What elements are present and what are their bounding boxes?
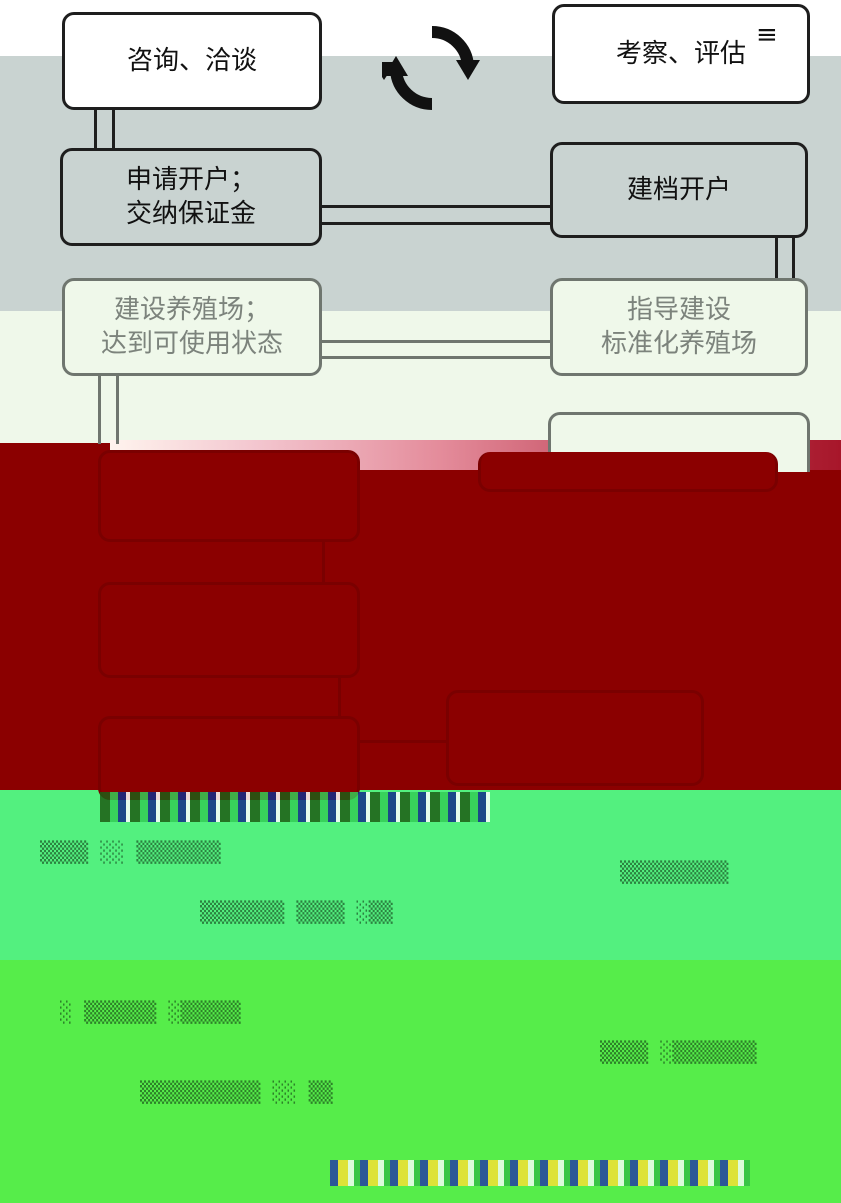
noise-strip-top xyxy=(100,792,490,822)
step-build-farm: 建设养殖场； 达到可使用状态 xyxy=(62,278,322,376)
step-apply-label: 申请开户； 交纳保证金 xyxy=(125,165,256,229)
step-occluded-3 xyxy=(98,716,360,800)
step-build-farm-label: 建设养殖场； 达到可使用状态 xyxy=(100,295,283,359)
step-inspect: 考察、评估 xyxy=(552,4,810,104)
connector-red-3 xyxy=(358,740,450,743)
noise-glyphs-5: ▒▒▒▒▒▒▒▒▒▒ ░░ ▒▒ xyxy=(140,1080,333,1104)
noise-glyphs-2: ▒▒▒▒▒▒▒ ▒▒▒▒ ░▒▒ xyxy=(200,900,393,924)
noise-glyphs-3: ▒▒▒▒▒▒▒▒▒ xyxy=(620,860,729,884)
step-occluded-1 xyxy=(98,450,360,542)
connector-build-down-a xyxy=(98,374,101,444)
connector-build-guide-b xyxy=(320,356,552,359)
step-guide-label: 指导建设 标准化养殖场 xyxy=(600,295,757,359)
step-guide: 指导建设 标准化养殖场 xyxy=(550,278,808,376)
connector-red-2 xyxy=(338,678,341,718)
step-occluded-5 xyxy=(478,452,778,492)
step-occluded-2 xyxy=(98,582,360,678)
connector-red-1 xyxy=(322,540,325,584)
connector-build-down-b xyxy=(116,374,119,444)
connector-apply-file-b xyxy=(320,222,552,225)
noise-glyphs-4: ░ ▒▒▒▒▒▒ ░▒▒▒▒▒ xyxy=(60,1000,241,1024)
connector-apply-file-a xyxy=(320,205,552,208)
menu-icon: ≡ xyxy=(756,20,778,50)
step-apply: 申请开户； 交纳保证金 xyxy=(60,148,322,246)
step-consult-label: 咨询、洽谈 xyxy=(126,46,257,76)
step-file-open: 建档开户 xyxy=(550,142,808,238)
noise-glyphs-6: ▒▒▒▒ ░▒▒▒▒▒▒▒ xyxy=(600,1040,757,1064)
step-file-open-label: 建档开户 xyxy=(626,175,731,205)
step-inspect-label: 考察、评估 xyxy=(615,39,746,69)
refresh-icon xyxy=(372,22,482,114)
step-consult: 咨询、洽谈 xyxy=(62,12,322,110)
noise-glyphs-1: ▒▒▒▒ ░░ ▒▒▒▒▒▒▒ xyxy=(40,840,221,864)
connector-consult-apply-b xyxy=(112,108,115,150)
connector-file-guide-a xyxy=(775,238,778,280)
connector-consult-apply-a xyxy=(94,108,97,150)
step-occluded-4 xyxy=(446,690,704,786)
connector-build-guide-a xyxy=(320,340,552,343)
noise-strip-bottom xyxy=(330,1160,750,1186)
connector-file-guide-b xyxy=(792,238,795,280)
